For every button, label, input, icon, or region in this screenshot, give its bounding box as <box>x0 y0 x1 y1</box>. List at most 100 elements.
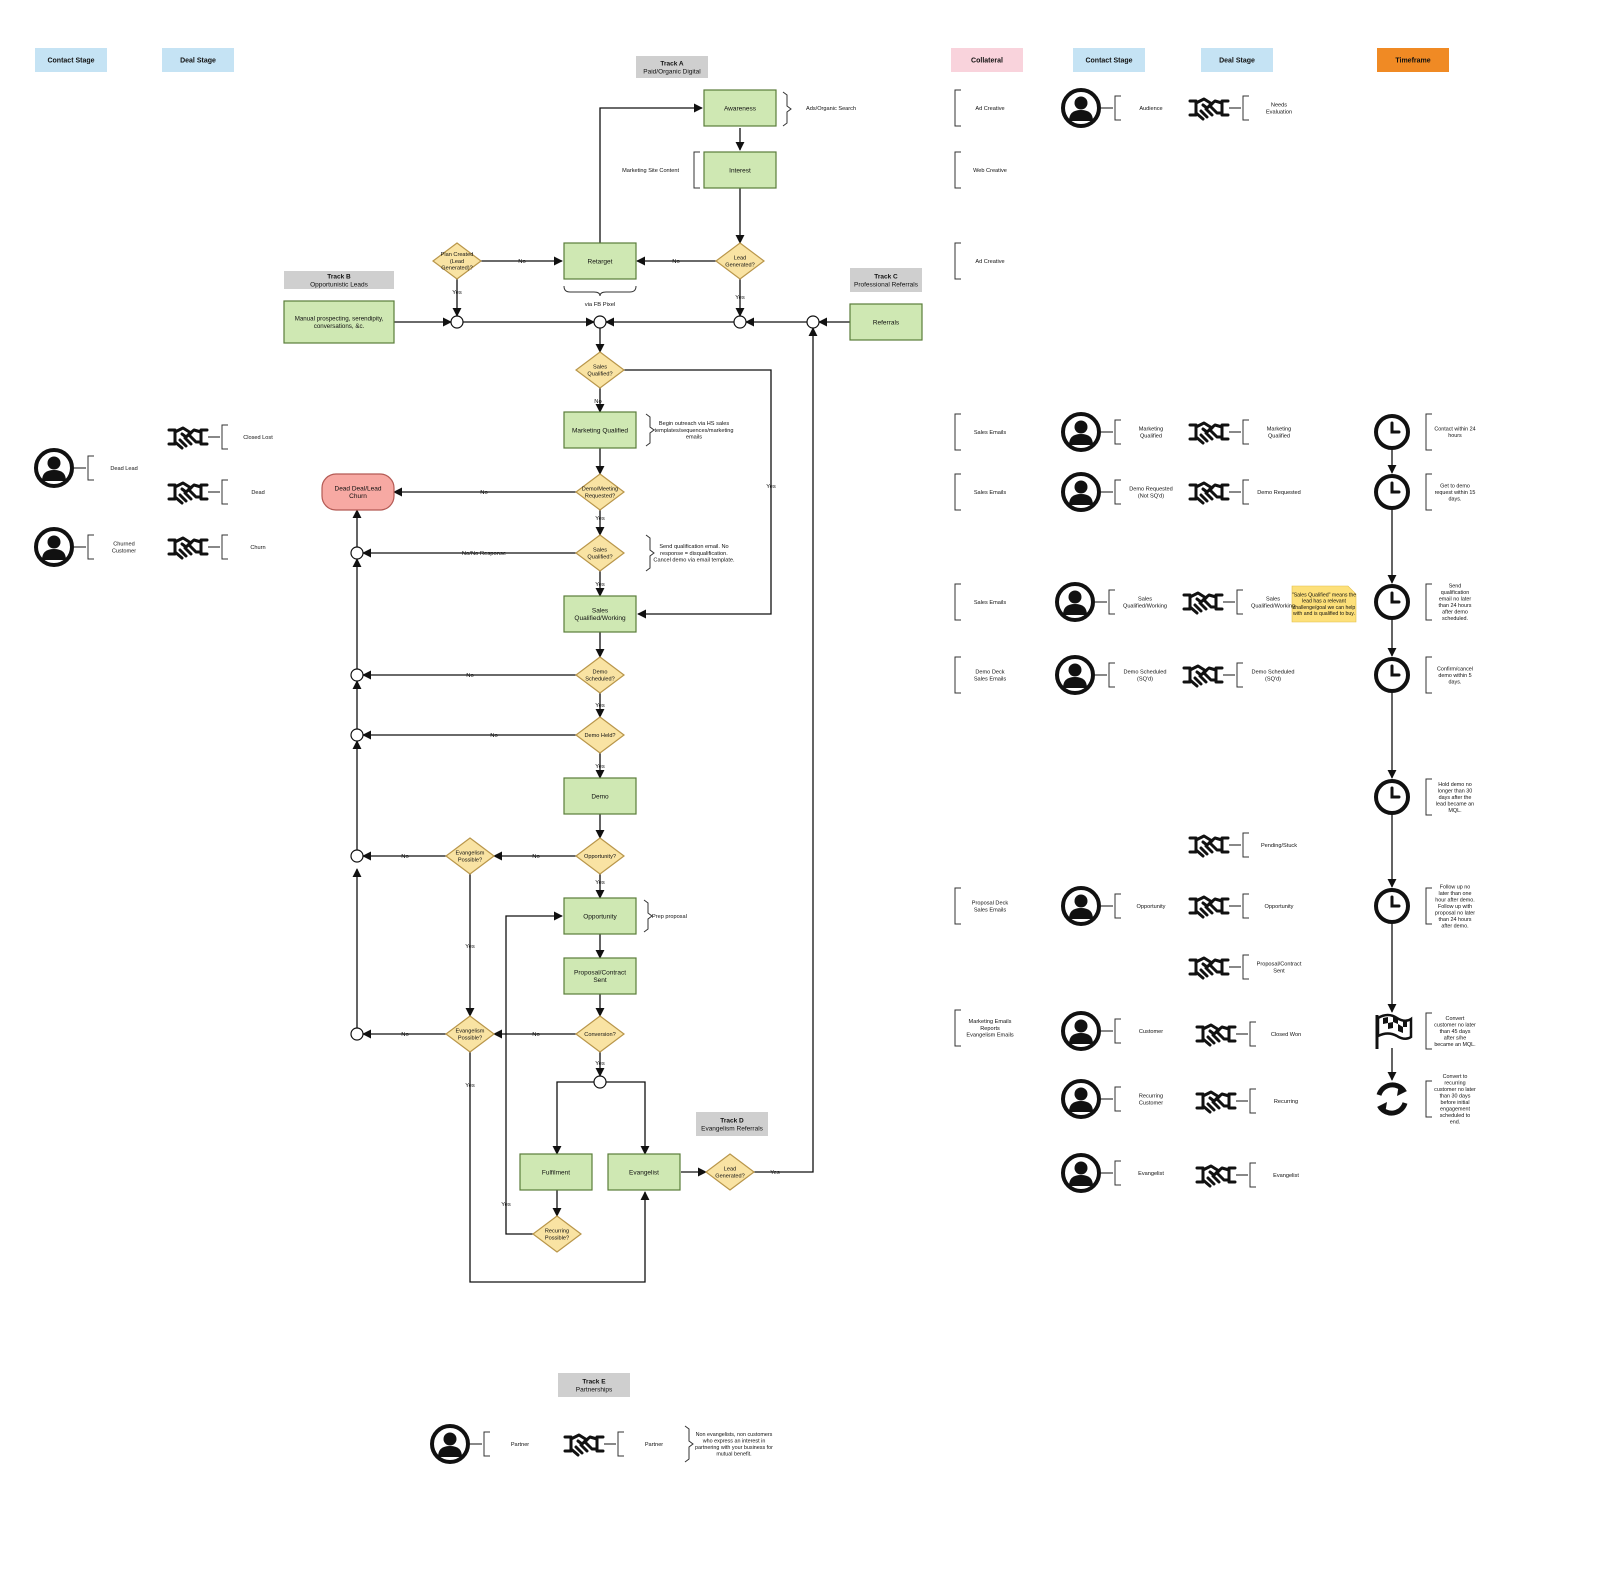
demo_requested-decision <box>575 473 625 511</box>
timeframe-t5-line: Hold demo no <box>1438 782 1472 788</box>
connector-layer <box>74 89 1432 1463</box>
recurring-decision-label-line: Possible? <box>545 1235 569 1241</box>
timeframe-t8-line: before initial <box>1440 1100 1469 1106</box>
edge-label: Yes <box>770 1170 780 1176</box>
awareness-brace <box>782 91 792 127</box>
junction-node <box>350 849 364 863</box>
deal-demo_sched-label-line: Demo Scheduled <box>1252 670 1295 676</box>
sq2-brace <box>645 534 655 572</box>
junction-node <box>350 1027 364 1041</box>
contact-audience-icon <box>1061 88 1101 128</box>
timeframe-t3-icon <box>1374 584 1410 620</box>
timeframe-t7-line: became an MQL. <box>1434 1042 1475 1048</box>
timeframe-t8-line: customer no later <box>1434 1087 1476 1093</box>
track-e-bg <box>558 1373 630 1397</box>
edge-label: No <box>518 259 525 265</box>
timeframe-t4-line: demo within 5 <box>1438 673 1471 679</box>
collateral-ad1-bracket <box>954 89 961 127</box>
deal-needs_eval-bracket <box>1242 95 1249 121</box>
contact-recurring-icon <box>1061 1079 1101 1119</box>
timeframe-t5-bracket <box>1425 778 1432 816</box>
awareness-box-label-line: Awareness <box>724 105 757 112</box>
interest-bracket <box>693 151 700 189</box>
deal-mq-bracket <box>1242 419 1249 445</box>
demo_held-decision-label: Demo Held? <box>584 733 615 739</box>
timeframe-t7-line: than 45 days <box>1440 1029 1471 1035</box>
edge-label: Yes <box>465 1083 475 1089</box>
retarget-box <box>563 242 637 280</box>
recurring-yes-to-opportunity <box>505 911 563 1235</box>
timeframe-t2-line: request within 15 <box>1435 490 1476 496</box>
fulfilment-box-label-line: Fulfilment <box>542 1169 570 1176</box>
contact-customer-label-line: Customer <box>1139 1029 1163 1035</box>
left-dead-label: Dead <box>251 490 264 496</box>
contact-sqw-icon <box>1055 582 1095 622</box>
timeframe-t3-line: than 24 hours <box>1439 603 1472 609</box>
deal-recurring-label: Recurring <box>1274 1099 1298 1105</box>
left-churned-customer-label-line: Churned <box>113 542 134 548</box>
sales_qualified_1-decision-label-line: Sales <box>593 365 607 371</box>
deal-sqw-label-line: Qualified/Working <box>1251 603 1295 609</box>
track-c-subtitle: Professional Referrals <box>854 281 919 288</box>
timeframe-t8-bracket <box>1425 1080 1432 1118</box>
prep-proposal-note-line: Prep proposal <box>652 914 687 920</box>
deal-demo_req-label: Demo Requested <box>1257 490 1301 496</box>
partner-contact-icon <box>430 1424 470 1464</box>
partner-note-brace <box>684 1425 694 1463</box>
lead_generated_d-decision <box>705 1153 755 1191</box>
timeframe-t3-line: email no later <box>1439 597 1472 603</box>
deal-proposal-icon <box>1188 956 1230 980</box>
timeframe-t5-line: longer than 30 <box>1438 788 1472 794</box>
qualification-note-line: response = disqualification. <box>660 551 728 557</box>
plan_created-decision-label-line: Generated)? <box>441 266 472 272</box>
timeframe-t1-line: hours <box>1448 433 1462 439</box>
contact-customer-icon <box>1061 1011 1101 1051</box>
partner-deal-bracket <box>617 1431 624 1457</box>
sticky-note <box>1291 585 1357 623</box>
left-contact-stage-header: Contact Stage <box>47 57 94 64</box>
contact-demo_sched-icon <box>1055 655 1095 695</box>
deal-recurring-icon <box>1195 1090 1237 1114</box>
deal-demo_req-bracket <box>1242 479 1249 505</box>
marketing-site-note-line: Marketing Site Content <box>622 168 679 174</box>
contact-recurring-label-line: Recurring <box>1139 1094 1163 1100</box>
outreach-note-line: emails <box>686 435 702 441</box>
timeframe-t5-line: MQL. <box>1448 808 1461 814</box>
sales_qualified_2-decision <box>575 534 625 572</box>
edge-label: No <box>532 1032 539 1038</box>
opportunity-box <box>563 897 637 935</box>
plan_created-decision-label-line: Plan Created <box>441 252 474 258</box>
contact-audience-bracket <box>1114 95 1121 121</box>
mql-box <box>563 411 637 449</box>
deal-closed_won-label: Closed Won <box>1271 1032 1301 1038</box>
track-b-title: Track B <box>327 273 351 280</box>
sales_qualified_2-decision-label-line: Qualified? <box>587 554 612 560</box>
timeframe-t1-icon <box>1374 414 1410 450</box>
junction-node <box>733 315 747 329</box>
edge-label: Yes <box>595 1061 605 1067</box>
contact-evangelist-bracket <box>1114 1160 1121 1186</box>
evangelist-box-label-line: Evangelist <box>629 1169 659 1176</box>
evangelism_1-decision-label-line: Evangelism <box>456 851 485 857</box>
demo_requested-decision-label-line: Requested? <box>585 493 615 499</box>
split-to-fulfilment <box>552 1081 594 1155</box>
partner-note-line: partnering with your business for <box>695 1445 773 1451</box>
deal-opportunity-icon <box>1188 895 1230 919</box>
edge-label: Yes <box>452 290 462 296</box>
timeframe-t5-icon <box>1374 779 1410 815</box>
timeframe-t8-line: recurring <box>1444 1081 1465 1087</box>
partner-contact-label: Partner <box>511 1442 529 1448</box>
plan_created-decision <box>432 242 482 280</box>
opportunity_q-decision-label: Opportunity? <box>584 854 616 860</box>
deal-demo_req-icon <box>1188 481 1230 505</box>
left-deal-stage-header: Deal Stage <box>180 57 216 64</box>
edge-label: via FB Pixel <box>585 302 616 308</box>
